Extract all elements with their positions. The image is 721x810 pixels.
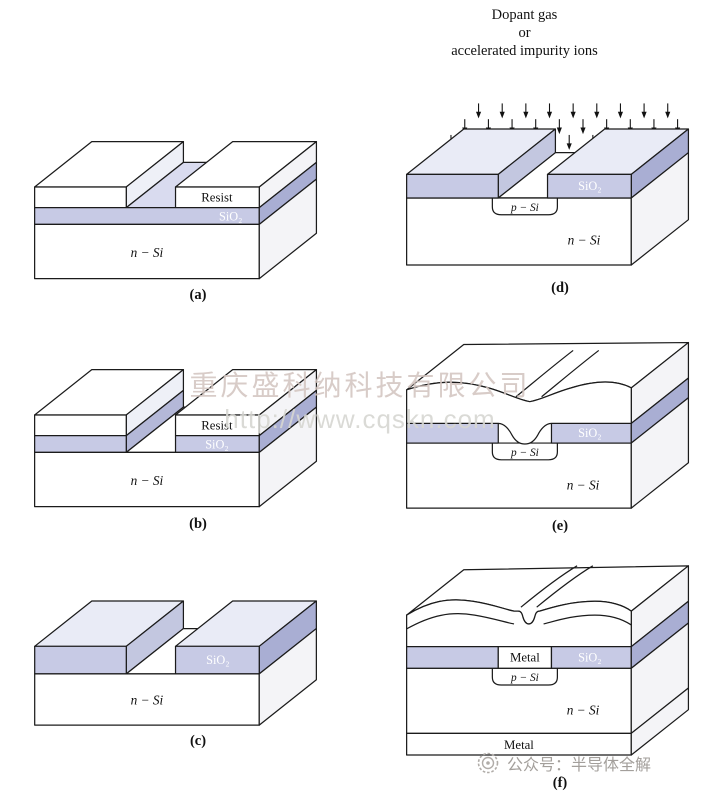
block-e: [406, 341, 690, 509]
panel-c: SiO₂ n − Si: [10, 536, 345, 731]
label-sio2: SiO₂: [578, 426, 601, 440]
block-b: [34, 369, 318, 508]
sio2-front-left: [34, 435, 127, 454]
block-c: [34, 600, 317, 726]
caption-e: (e): [551, 518, 569, 534]
wechat-logo-icon: [477, 752, 499, 774]
panel-f: Metal SiO₂ p − Si n − Si Metal: [382, 548, 717, 761]
panel-f-drawing: Metal SiO₂ p − Si n − Si Metal: [406, 565, 690, 756]
oxide-front-face: [406, 381, 632, 445]
caption-a: (a): [189, 287, 207, 303]
label-n-si: n − Si: [567, 703, 600, 718]
panel-b-drawing: Resist SiO₂ n − Si: [34, 369, 318, 508]
panel-b: Resist SiO₂ n − Si: [10, 314, 345, 512]
panel-c-drawing: SiO₂ n − Si: [34, 600, 317, 726]
metal-valley-line-right: [536, 565, 594, 608]
sio2-front-left: [406, 422, 499, 444]
label-metal-plug: Metal: [510, 650, 540, 664]
label-sio2: SiO₂: [578, 650, 601, 664]
resist-front-left: [34, 414, 127, 437]
metal-bottom-right-face: [630, 687, 690, 756]
dopant-header-line1: Dopant gas: [491, 7, 558, 23]
label-resist: Resist: [201, 419, 233, 433]
label-p-si: p − Si: [510, 447, 539, 459]
resist-front-left: [34, 186, 127, 209]
nsi-right-face: [630, 397, 690, 509]
label-sio2: SiO₂: [578, 179, 601, 193]
panel-d: SiO₂ p − Si n − Si: [382, 58, 717, 271]
label-n-si: n − Si: [131, 473, 164, 488]
caption-d: (d): [551, 280, 569, 296]
label-n-si: n − Si: [567, 477, 600, 492]
panel-d-drawing: SiO₂ p − Si n − Si: [406, 102, 690, 266]
label-sio2: SiO₂: [206, 653, 229, 667]
caption-c: (c): [189, 733, 207, 749]
sio2-front-left: [34, 645, 127, 675]
wechat-footer: 公众号：半导体全解: [476, 751, 651, 775]
sio2-front-left: [406, 646, 499, 669]
psi-region: [491, 442, 558, 461]
dopant-header-line2: or: [518, 25, 531, 41]
sio2-front-right: [174, 645, 260, 675]
psi-region: [491, 197, 558, 216]
caption-b: (b): [189, 516, 207, 532]
block-f: [406, 565, 690, 756]
label-sio2: SiO₂: [219, 209, 242, 223]
nsi-right-face: [258, 406, 318, 508]
nsi-right-face: [630, 152, 690, 266]
label-p-si: p − Si: [510, 672, 539, 684]
panel-e: SiO₂ p − Si n − Si: [382, 313, 717, 514]
panel-a: Resist SiO₂ n − Si: [10, 86, 345, 284]
metal-conformal-line: [406, 613, 632, 630]
label-n-si: n − Si: [568, 232, 601, 247]
label-resist: Resist: [201, 191, 233, 205]
block-d: [406, 128, 690, 266]
panel-e-drawing: SiO₂ p − Si n − Si: [406, 341, 690, 509]
panel-a-drawing: Resist SiO₂ n − Si: [34, 141, 318, 280]
nsi-right-face: [258, 627, 317, 726]
label-sio2: SiO₂: [205, 437, 228, 451]
nsi-right-face: [258, 178, 318, 280]
label-n-si: n − Si: [131, 692, 164, 707]
metal-valley-line-left: [520, 565, 578, 608]
label-p-si: p − Si: [510, 202, 539, 214]
label-n-si: n − Si: [131, 245, 164, 260]
block-a: [34, 141, 318, 280]
psi-region: [491, 667, 558, 686]
caption-f: (f): [552, 775, 568, 791]
wechat-account-text: 公众号：半导体全解: [507, 757, 652, 774]
metal-front-face: [406, 599, 632, 648]
label-metal-bottom: Metal: [504, 738, 534, 752]
oxide-valley-line-right: [541, 349, 600, 398]
sio2-front-right: [546, 173, 632, 199]
sio2-front-left: [406, 173, 499, 199]
dopant-header-line3: accelerated impurity ions: [451, 43, 598, 59]
dopant-header: Dopant gas or accelerated impurity ions: [382, 6, 667, 60]
oxide-valley-line-left: [515, 349, 574, 398]
